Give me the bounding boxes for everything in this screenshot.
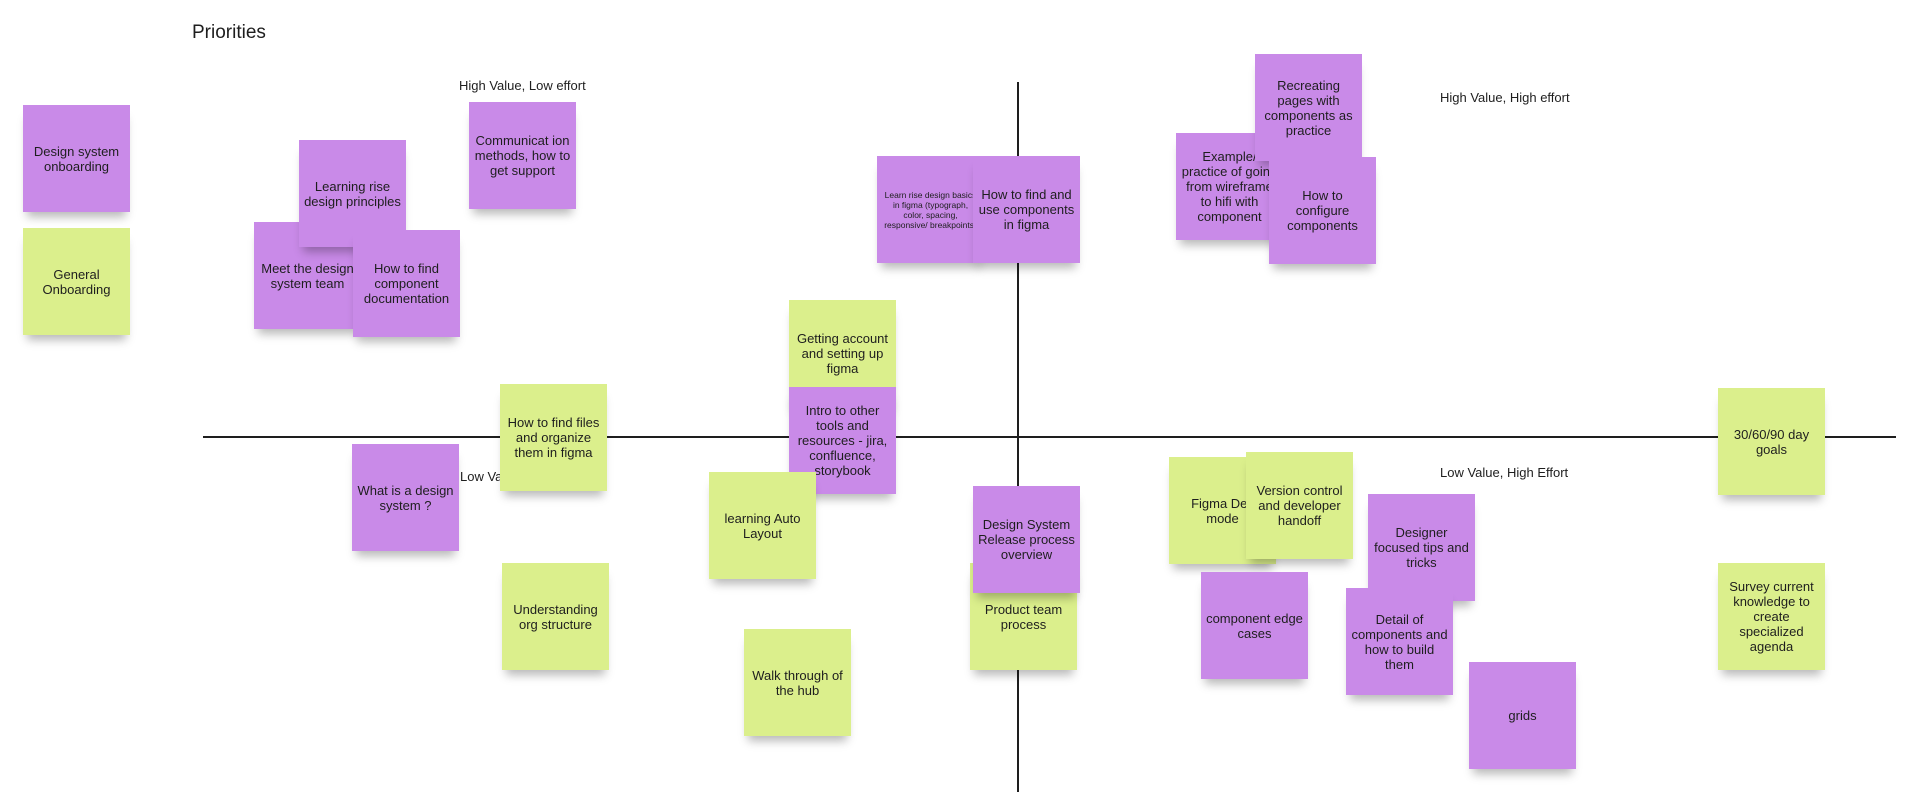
sticky-note-survey-current-knowledge[interactable]: Survey current knowledge to create speci… — [1718, 563, 1825, 670]
sticky-note-learning-auto-layout[interactable]: learning Auto Layout — [709, 472, 816, 579]
sticky-note-design-system-onboarding[interactable]: Design system onboarding — [23, 105, 130, 212]
quadrant-label-high-value-high-effort: High Value, High effort — [1440, 90, 1570, 105]
sticky-note-learn-rise-basics-figma[interactable]: Learn rise design basics in figma (typog… — [877, 156, 984, 263]
sticky-note-walk-through-hub[interactable]: Walk through of the hub — [744, 629, 851, 736]
sticky-note-configure-components[interactable]: How to configure components — [1269, 157, 1376, 264]
sticky-note-grids[interactable]: grids — [1469, 662, 1576, 769]
sticky-note-communication-methods[interactable]: Communicat ion methods, how to get suppo… — [469, 102, 576, 209]
quadrant-label-low-value-high-effort: Low Value, High Effort — [1440, 465, 1569, 480]
sticky-note-what-is-design-system[interactable]: What is a design system ? — [352, 444, 459, 551]
board-title: Priorities — [192, 22, 266, 43]
sticky-note-designer-tips-tricks[interactable]: Designer focused tips and tricks — [1368, 494, 1475, 601]
sticky-note-detail-of-components[interactable]: Detail of components and how to build th… — [1346, 588, 1453, 695]
sticky-note-recreating-pages[interactable]: Recreating pages with components as prac… — [1255, 54, 1362, 161]
sticky-note-component-edge-cases[interactable]: component edge cases — [1201, 572, 1308, 679]
sticky-note-example-wireframe-to-hifi[interactable]: Example/ practice of going from wirefram… — [1176, 133, 1283, 240]
sticky-note-general-onboarding[interactable]: General Onboarding — [23, 228, 130, 335]
sticky-note-30-60-90-goals[interactable]: 30/60/90 day goals — [1718, 388, 1825, 495]
sticky-note-find-files-figma[interactable]: How to find files and organize them in f… — [500, 384, 607, 491]
sticky-note-understanding-org-structure[interactable]: Understanding org structure — [502, 563, 609, 670]
quadrant-label-high-value-low-effort: High Value, Low effort — [459, 78, 586, 93]
sticky-note-release-process-overview[interactable]: Design System Release process overview — [973, 486, 1080, 593]
horizontal-axis-line — [203, 436, 1896, 438]
sticky-note-find-component-documentation[interactable]: How to find component documentation — [353, 230, 460, 337]
sticky-note-learning-rise-principles[interactable]: Learning rise design principles — [299, 140, 406, 247]
sticky-note-find-use-components[interactable]: How to find and use components in figma — [973, 156, 1080, 263]
sticky-note-version-control-handoff[interactable]: Version control and developer handoff — [1246, 452, 1353, 559]
vertical-axis-line — [1017, 82, 1019, 792]
